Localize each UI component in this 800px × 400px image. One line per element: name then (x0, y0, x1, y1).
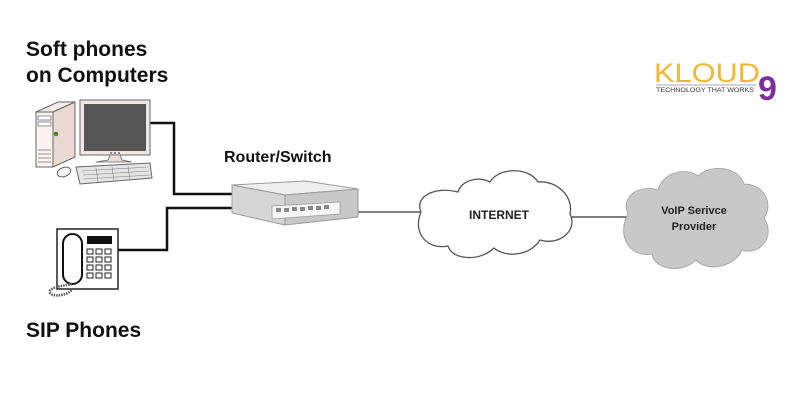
logo-tagline: TECHNOLOGY THAT WORKS (656, 88, 754, 94)
kloud9-logo: KLOUD 9 TECHNOLOGY THAT WORKS (654, 58, 777, 108)
internet-label: INTERNET (469, 208, 530, 222)
sip-phones-label: SIP Phones (26, 319, 141, 342)
soft-phones-label-line1: Soft phones (26, 38, 147, 61)
logo-digit: 9 (758, 70, 777, 108)
router-switch-icon (231, 180, 359, 226)
computer-to-router-line (150, 121, 232, 196)
desk-phone-icon (48, 228, 119, 297)
internet-cloud-icon (417, 170, 573, 259)
voip-provider-cloud-icon (623, 167, 769, 270)
desktop-computer-icon (35, 99, 153, 185)
voip-provider-label-line2: Provider (672, 221, 717, 233)
phone-to-router-line (118, 206, 232, 252)
voip-provider-label-line1: VoIP Serivce (661, 205, 727, 217)
logo-brand: KLOUD (654, 58, 760, 88)
connection-lines (118, 121, 232, 252)
router-switch-label: Router/Switch (224, 149, 332, 166)
soft-phones-label-line2: on Computers (26, 64, 168, 87)
